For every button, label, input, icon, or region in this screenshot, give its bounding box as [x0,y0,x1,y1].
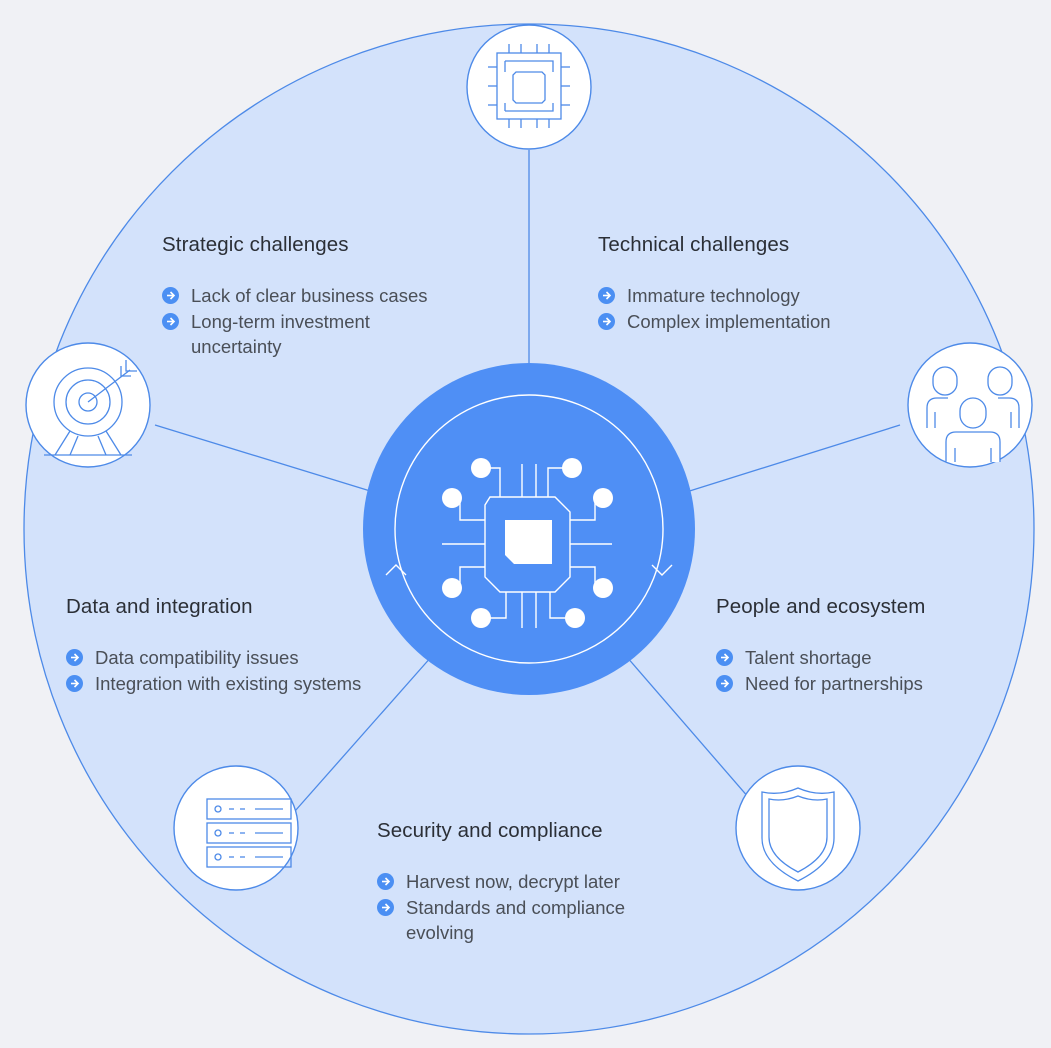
arrow-right-circle-icon [162,313,179,330]
section-people: People and ecosystem Talent shortage Nee… [716,595,1016,697]
spoke-right [679,424,901,495]
section-security: Security and compliance Harvest now, dec… [377,819,707,946]
wheel-spokes [154,150,901,829]
list-item: Standards and compliance evolving [377,895,677,945]
item-list: Data compatibility issues Integration wi… [66,645,416,696]
list-item: Integration with existing systems [66,671,416,696]
arrow-right-circle-icon [598,313,615,330]
arrow-right-circle-icon [66,675,83,692]
spoke-bottom-left [279,655,433,829]
list-item: Harvest now, decrypt later [377,869,707,894]
section-title: Strategic challenges [162,233,349,256]
item-list: Lack of clear business cases Long-term i… [162,283,492,359]
item-text: Harvest now, decrypt later [406,871,620,892]
item-text: Need for partnerships [745,673,923,694]
circuit-nodes [442,458,613,628]
server-rack-icon [206,798,292,868]
arrow-right-circle-icon [716,675,733,692]
item-text: Data compatibility issues [95,647,299,668]
arrow-right-circle-icon [377,899,394,916]
section-data: Data and integration Data compatibility … [66,595,416,697]
list-item: Lack of clear business cases [162,283,492,308]
section-title: Technical challenges [598,233,790,256]
item-text: Standards and compliance evolving [406,897,626,943]
node-right [907,342,1033,468]
shield-icon [761,787,835,882]
list-item: Long-term investment uncertainty [162,309,462,359]
item-text: Immature technology [627,285,800,306]
center-hub-ring [394,394,664,664]
node-top [466,24,592,150]
section-strategic: Strategic challenges Lack of clear busin… [162,233,492,360]
section-title: Security and compliance [377,819,603,842]
list-item: Complex implementation [598,309,918,334]
section-title: People and ecosystem [716,595,926,618]
arrow-right-circle-icon [377,873,394,890]
item-text: Complex implementation [627,311,831,332]
list-item: Data compatibility issues [66,645,416,670]
ring-arrow-left [385,564,407,576]
section-title: Data and integration [66,595,253,618]
spoke-left [154,424,381,495]
list-item: Need for partnerships [716,671,1016,696]
node-bottom-left [173,765,299,891]
arrow-right-circle-icon [162,287,179,304]
item-list: Talent shortage Need for partnerships [716,645,1016,696]
item-text: Talent shortage [745,647,872,668]
list-item: Talent shortage [716,645,1016,670]
item-text: Long-term investment uncertainty [191,311,370,357]
arrow-right-circle-icon [66,649,83,666]
arrow-right-circle-icon [598,287,615,304]
list-item: Immature technology [598,283,918,308]
item-list: Immature technology Complex implementati… [598,283,918,334]
target-arrow-icon [44,360,137,456]
arrow-right-circle-icon [716,649,733,666]
item-text: Integration with existing systems [95,673,362,694]
processor-chip-icon [488,44,570,128]
node-bottom-right [735,765,861,891]
ring-arrow-right [651,564,673,576]
item-text: Lack of clear business cases [191,285,428,306]
node-left [25,342,151,468]
item-list: Harvest now, decrypt later Standards and… [377,869,707,945]
section-technical: Technical challenges Immature technology… [598,233,918,335]
people-group-icon [926,366,1020,462]
